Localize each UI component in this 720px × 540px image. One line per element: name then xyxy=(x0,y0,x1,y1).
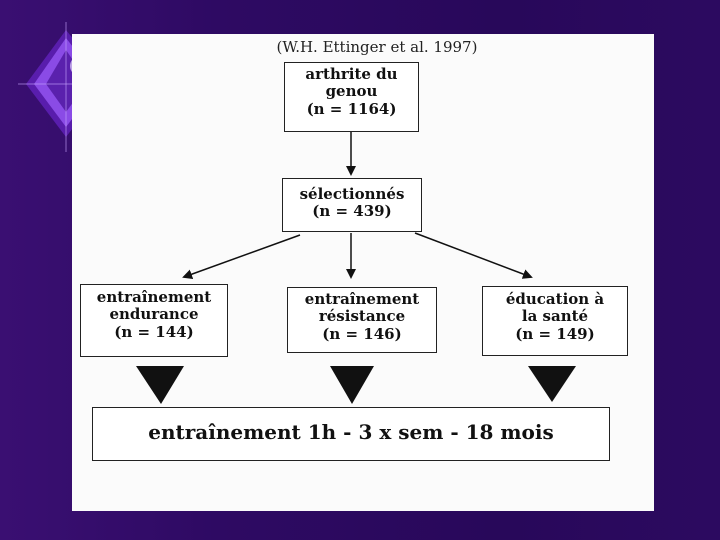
box-endurance-count: (n = 144) xyxy=(114,322,194,341)
box-health-line1: éducation à xyxy=(505,290,605,308)
box-health-education: éducation à la santé (n = 149) xyxy=(482,286,628,356)
funnel-triangle-resistance xyxy=(330,366,374,404)
box-training-protocol: entraînement 1h - 3 x sem - 18 mois xyxy=(92,407,610,461)
box-selected-line1: sélectionnés xyxy=(299,185,405,203)
box-knee-arthritis: arthrite du genou (n = 1164) xyxy=(284,62,419,132)
flow-arrows xyxy=(136,132,576,404)
box-knee-arthritis-count: (n = 1164) xyxy=(306,99,397,118)
funnel-triangle-endurance xyxy=(136,366,184,404)
arrow-to-health xyxy=(414,232,533,279)
box-health-line2: la santé xyxy=(521,307,589,326)
box-selected: sélectionnés (n = 439) xyxy=(282,178,422,232)
box-resistance-training: entraînement résistance (n = 146) xyxy=(287,287,437,353)
box-knee-arthritis-line1: arthrite du xyxy=(305,65,398,83)
box-resistance-line1: entraînement xyxy=(304,290,420,308)
arrow-to-endurance xyxy=(182,234,301,279)
box-health-count: (n = 149) xyxy=(515,324,595,343)
box-knee-arthritis-line2: genou xyxy=(325,82,378,101)
funnel-triangle-health xyxy=(528,366,576,402)
box-endurance-training: entraînement endurance (n = 144) xyxy=(80,284,228,357)
box-resistance-count: (n = 146) xyxy=(322,324,402,343)
box-endurance-line1: entraînement xyxy=(96,288,212,306)
citation: (W.H. Ettinger et al. 1997) xyxy=(276,38,478,56)
box-training-text: entraînement 1h - 3 x sem - 18 mois xyxy=(148,420,554,444)
box-endurance-line2: endurance xyxy=(109,305,199,324)
slide-panel: (W.H. Ettinger et al. 1997) arthrite du … xyxy=(72,34,654,511)
box-resistance-line2: résistance xyxy=(318,307,406,326)
box-selected-count: (n = 439) xyxy=(312,202,392,221)
